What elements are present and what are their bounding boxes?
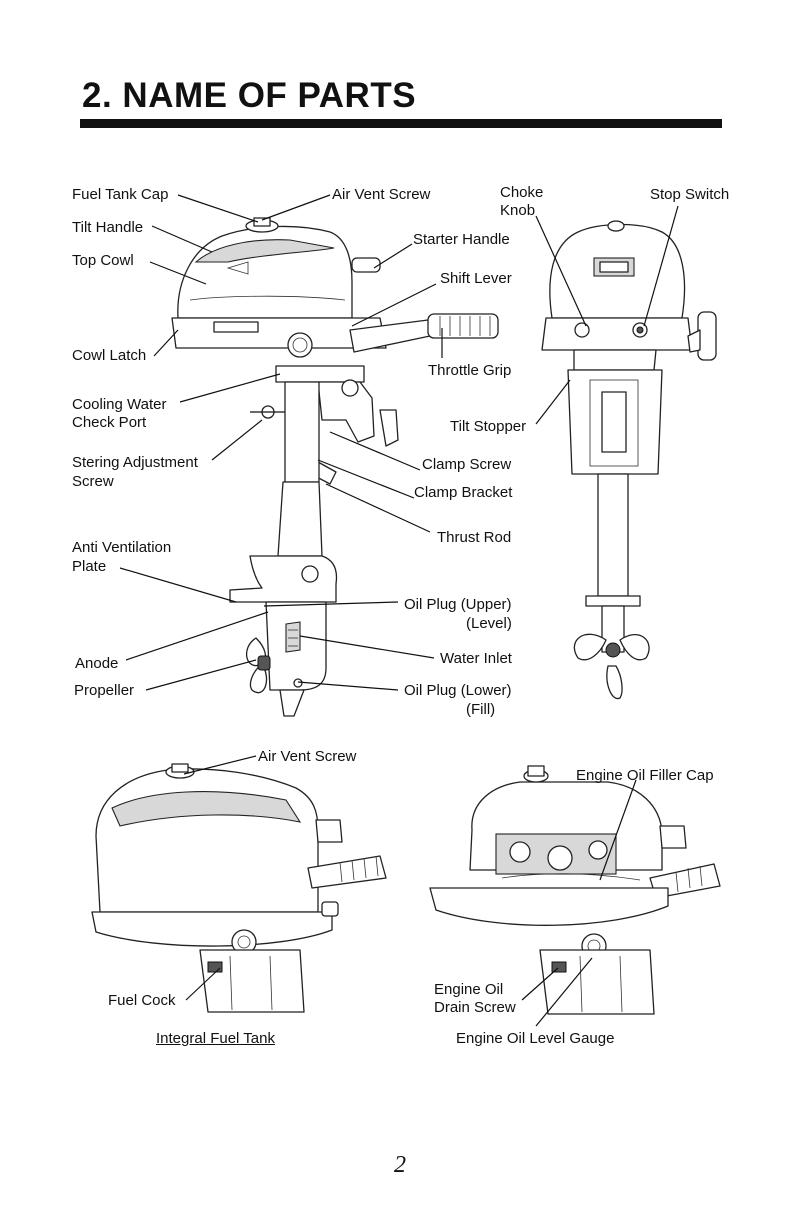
outboard-rear-view-illustration <box>541 220 717 700</box>
label-engine-oil-drain-line1: Engine Oil <box>434 981 504 998</box>
label-propeller: Propeller <box>74 682 135 699</box>
label-oil-plug-lower-line1: Oil Plug (Lower) <box>404 682 512 699</box>
caption-integral-fuel-tank: Integral Fuel Tank <box>156 1030 275 1047</box>
label-shift-lever: Shift Lever <box>440 270 512 287</box>
label-stop-switch: Stop Switch <box>650 186 730 203</box>
page-number: 2 <box>394 1152 406 1178</box>
label-cooling-water-line1: Cooling Water <box>72 396 167 413</box>
label-oil-plug-upper-line1: Oil Plug (Upper) <box>404 596 512 613</box>
label-tilt-stopper: Tilt Stopper <box>450 418 527 435</box>
label-clamp-bracket: Clamp Bracket <box>414 484 513 501</box>
label-cooling-water-line2: Check Port <box>72 414 147 431</box>
label-choke-knob-line1: Choke <box>500 184 544 201</box>
label-air-vent-screw: Air Vent Screw <box>332 186 431 203</box>
label-throttle-grip: Throttle Grip <box>428 362 512 379</box>
label-engine-oil-drain-line2: Drain Screw <box>434 999 516 1016</box>
label-oil-plug-upper-line2: (Level) <box>466 615 512 632</box>
page-title: 2. NAME OF PARTS <box>82 76 417 115</box>
engine-oil-gauge-illustration <box>429 765 721 1015</box>
label-fuel-tank-cap: Fuel Tank Cap <box>72 186 169 203</box>
label-top-cowl: Top Cowl <box>72 252 134 269</box>
label-anti-ventilation-line1: Anti Ventilation <box>72 539 172 556</box>
label-cowl-latch: Cowl Latch <box>72 347 147 364</box>
label-fuel-cock: Fuel Cock <box>108 992 176 1009</box>
title-rule <box>80 119 722 128</box>
label-starter-handle: Starter Handle <box>413 231 510 248</box>
label-steering-adjustment-line2: Screw <box>72 473 114 490</box>
outboard-side-view-illustration <box>171 217 499 717</box>
label-air-vent-screw-2: Air Vent Screw <box>258 748 357 765</box>
label-engine-oil-filler-cap: Engine Oil Filler Cap <box>576 767 714 784</box>
caption-engine-oil-level-gauge: Engine Oil Level Gauge <box>456 1030 615 1047</box>
label-choke-knob-line2: Knob <box>500 202 536 219</box>
label-anode: Anode <box>75 655 119 672</box>
label-clamp-screw: Clamp Screw <box>422 456 512 473</box>
label-tilt-handle: Tilt Handle <box>72 219 144 236</box>
label-oil-plug-lower-line2: (Fill) <box>466 701 496 718</box>
label-water-inlet: Water Inlet <box>440 650 512 667</box>
leader-lines <box>119 194 679 1027</box>
label-thrust-rod: Thrust Rod <box>437 529 512 546</box>
label-steering-adjustment-line1: Stering Adjustment <box>72 454 198 471</box>
integral-fuel-tank-illustration <box>91 763 387 1013</box>
label-anti-ventilation-line2: Plate <box>72 558 107 575</box>
